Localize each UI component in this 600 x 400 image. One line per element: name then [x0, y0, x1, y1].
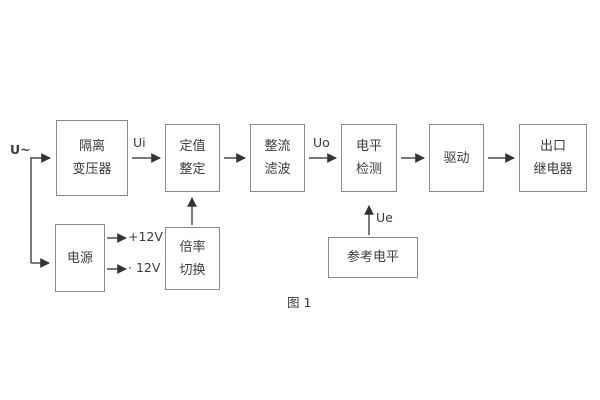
- block-label-line1: 整流: [264, 139, 291, 154]
- block-driver[interactable]: 驱动: [429, 124, 484, 192]
- block-rectifier-filter[interactable]: 整流 滤波: [250, 124, 305, 192]
- block-label-line2: 变压器: [72, 162, 112, 177]
- block-label-line2: 检测: [355, 162, 382, 177]
- block-label-line2: 继电器: [533, 162, 573, 177]
- block-multiplier-switch[interactable]: 倍率 切换: [165, 227, 220, 290]
- label-uo-signal: Uo: [313, 135, 330, 150]
- block-label-line2: 切换: [179, 262, 206, 278]
- block-label-line2: 整定: [179, 162, 206, 177]
- block-label-line1: 电源: [66, 250, 93, 266]
- block-output-relay[interactable]: 出口 继电器: [519, 124, 587, 192]
- block-label-line1: 隔离: [78, 139, 105, 154]
- block-setting-value[interactable]: 定值 整定: [165, 124, 220, 192]
- block-isolation-transformer[interactable]: 隔离 变压器: [56, 120, 128, 196]
- label-ue-signal: Ue: [376, 210, 393, 225]
- block-label-line1: 驱动: [443, 150, 470, 166]
- block-power-supply[interactable]: 电源: [55, 224, 105, 292]
- block-label-line1: 出口: [539, 139, 566, 154]
- block-label-line1: 电平: [355, 139, 382, 154]
- block-level-detection[interactable]: 电平 检测: [341, 124, 397, 192]
- block-label-line2: 滤波: [264, 162, 291, 177]
- block-label-line1: 定值: [179, 139, 206, 154]
- block-reference-level[interactable]: 参考电平: [328, 237, 418, 278]
- figure-caption: 图 1: [287, 295, 312, 310]
- block-label-line1: 参考电平: [346, 250, 399, 265]
- label-plus-12v: +12V: [128, 229, 163, 244]
- label-ui-signal: Ui: [133, 135, 146, 150]
- block-label-line1: 倍率: [179, 239, 206, 255]
- label-input-voltage: U~: [10, 142, 31, 157]
- label-minus-12v: · 12V: [128, 260, 161, 275]
